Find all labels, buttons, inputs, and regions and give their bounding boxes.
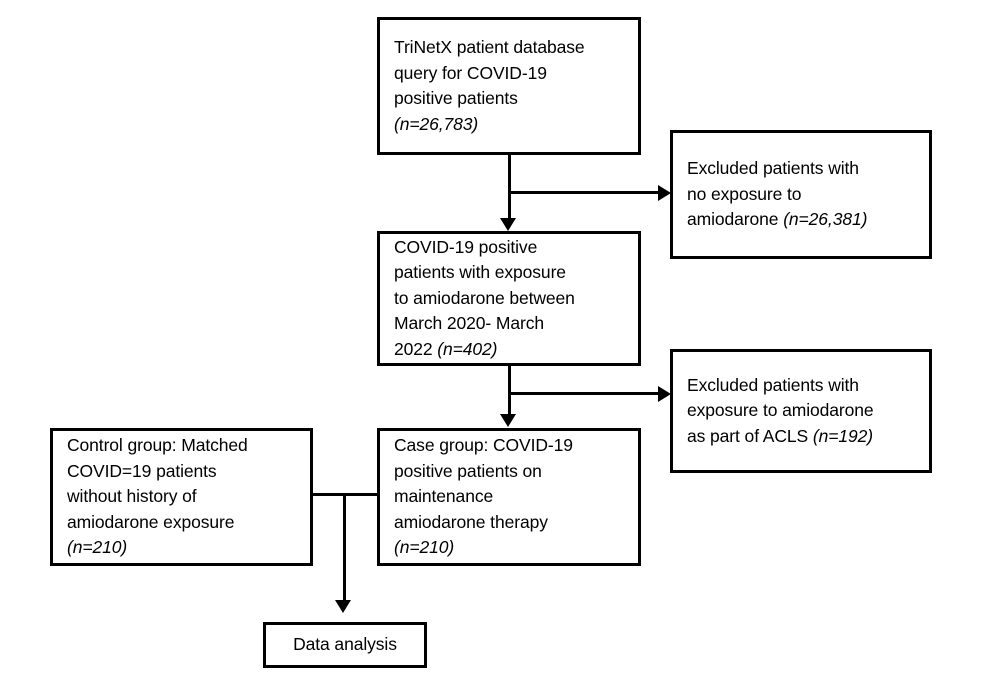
node-data-analysis: Data analysis	[263, 622, 427, 668]
node-source-query: TriNetX patient database query for COVID…	[377, 17, 641, 155]
node-exposed-cohort: COVID-19 positive patients with exposure…	[377, 231, 641, 366]
node-case-group: Case group: COVID-19 positive patients o…	[377, 428, 641, 566]
node-exposed-cohort-text: COVID-19 positive patients with exposure…	[380, 235, 638, 363]
connector-exclusion-branch-2	[508, 392, 663, 395]
text-line: Case group: COVID-19	[394, 435, 573, 456]
count-value: (n=26,783)	[394, 113, 479, 134]
text-line: to amiodarone between	[394, 287, 575, 308]
text-line: exposure to amiodarone	[687, 400, 874, 421]
node-control-group-text: Control group: Matched COVID=19 patients…	[53, 433, 310, 561]
text-line-count: (n=26,783)	[394, 112, 626, 138]
text-line: maintenance	[394, 486, 494, 507]
text-line: COVID=19 patients	[67, 460, 217, 481]
text-line: Excluded patients with	[687, 158, 859, 179]
arrowhead-down-icon	[500, 414, 516, 427]
count-value: (n=210)	[394, 537, 455, 558]
connector-groups-to-analysis	[343, 493, 346, 603]
count-value: (n=192)	[812, 425, 873, 446]
arrowhead-down-icon	[335, 600, 351, 613]
text-line: patients with exposure	[394, 262, 566, 283]
count-value: (n=26,381)	[783, 209, 868, 230]
node-control-group: Control group: Matched COVID=19 patients…	[50, 428, 313, 566]
arrowhead-right-icon	[658, 385, 671, 402]
node-case-group-text: Case group: COVID-19 positive patients o…	[380, 433, 638, 561]
node-data-analysis-text: Data analysis	[293, 632, 397, 658]
drug-label: amiodarone	[687, 209, 784, 230]
text-line-count: (n=210)	[394, 535, 626, 561]
text-line: amiodarone exposure	[67, 511, 235, 532]
text-line: without history of	[67, 486, 197, 507]
text-line: amiodarone therapy	[394, 511, 548, 532]
node-excluded-acls-text: Excluded patients with exposure to amiod…	[673, 373, 929, 450]
text-line: Data analysis	[293, 634, 397, 655]
count-value: (n=210)	[67, 537, 128, 558]
connector-exclusion-branch-1	[508, 191, 663, 194]
text-line: March 2020- March	[394, 313, 545, 334]
node-excluded-acls: Excluded patients with exposure to amiod…	[670, 349, 932, 473]
node-source-query-text: TriNetX patient database query for COVID…	[380, 35, 638, 137]
count-value: (n=402)	[437, 338, 498, 359]
text-line: no exposure to	[687, 183, 802, 204]
text-line-count: amiodarone (n=26,381)	[687, 207, 917, 233]
node-excluded-no-exposure: Excluded patients with no exposure to am…	[670, 130, 932, 259]
connector-exposed-to-case	[508, 366, 511, 416]
text-line: COVID-19 positive	[394, 236, 538, 257]
connector-source-to-exposed	[508, 155, 511, 221]
text-line: Excluded patients with	[687, 374, 859, 395]
node-excluded-no-exposure-text: Excluded patients with no exposure to am…	[673, 156, 929, 233]
acls-label: as part of ACLS	[687, 425, 813, 446]
text-line-count: as part of ACLS (n=192)	[687, 424, 917, 450]
text-line: TriNetX patient database	[394, 37, 585, 57]
text-line: positive patients	[394, 88, 518, 108]
year-label: 2022	[394, 338, 438, 359]
text-line-count: (n=210)	[67, 535, 298, 561]
text-line: positive patients on	[394, 460, 542, 481]
arrowhead-right-icon	[658, 184, 671, 201]
arrowhead-down-icon	[500, 218, 516, 231]
text-line: query for COVID-19	[394, 62, 547, 83]
text-line: Control group: Matched	[67, 435, 248, 456]
text-line-count: 2022 (n=402)	[394, 337, 626, 363]
